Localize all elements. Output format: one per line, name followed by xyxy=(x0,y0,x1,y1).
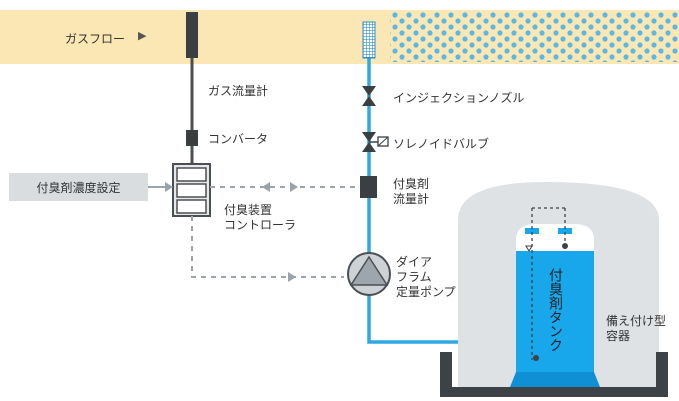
injection-nozzle-label: インジェクションノズル xyxy=(393,91,525,105)
injection-valve-icon xyxy=(362,86,376,106)
odorant-tank xyxy=(510,207,600,387)
gas-bubbles xyxy=(390,12,679,62)
converter-block xyxy=(186,130,198,146)
converter-label: コンバータ xyxy=(208,132,269,146)
pump-label: ダイア フラム 定量ポンプ xyxy=(396,255,456,299)
play-arrow-icon: ▶ xyxy=(138,30,147,42)
solenoid-valve-icon xyxy=(362,132,389,152)
solenoid-valve-label: ソレノイドバルブ xyxy=(393,137,490,151)
container-base-bottom xyxy=(440,387,668,397)
gas-flow-meter-label: ガス流量計 xyxy=(208,84,269,98)
tank-label: 付臭剤タンク xyxy=(548,268,564,352)
injection-nozzle xyxy=(362,21,376,59)
container-base-left xyxy=(440,352,452,397)
controller-unit xyxy=(172,163,211,217)
container-base-right xyxy=(656,352,668,397)
pump-icon xyxy=(347,252,391,296)
gas-flow-label: ガスフロー xyxy=(65,32,126,46)
gas-flow-sensor xyxy=(186,12,198,58)
controller-label: 付臭装置 コントローラ xyxy=(224,203,297,232)
odorant-flowmeter xyxy=(360,176,377,198)
odorant-setting-box: 付臭剤濃度設定 xyxy=(9,173,148,201)
odorant-flow-meter-label: 付臭剤 流量計 xyxy=(393,177,430,206)
container-label: 備え付け型 容器 xyxy=(606,314,667,343)
odorant-setting-label: 付臭剤濃度設定 xyxy=(36,180,121,195)
